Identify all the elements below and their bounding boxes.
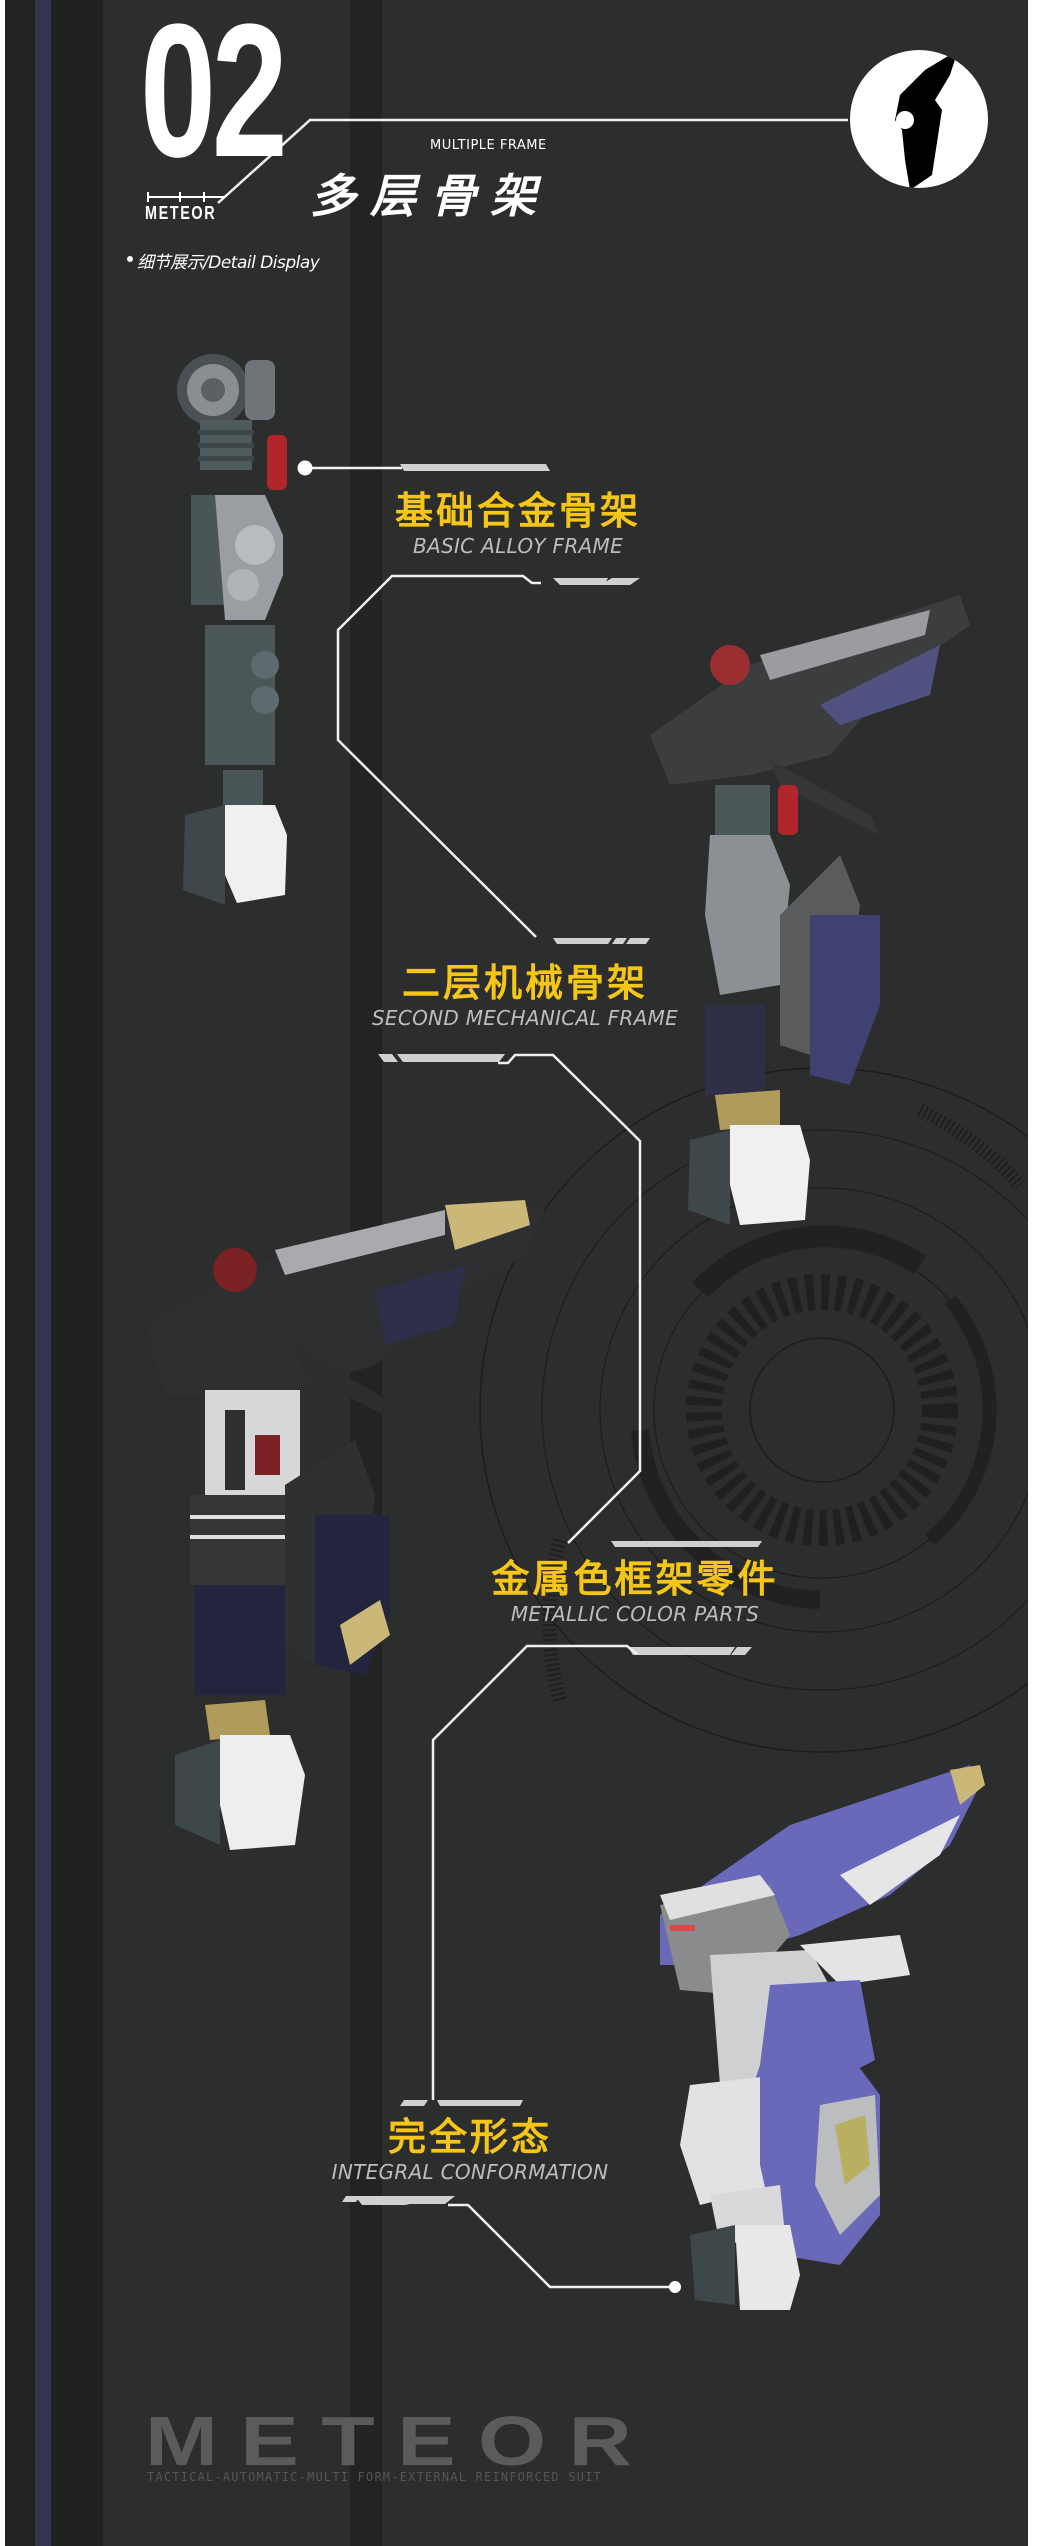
caption-cn: 二层机械骨架 xyxy=(401,961,648,1005)
caption-cn: 基础合金骨架 xyxy=(394,489,641,533)
brand-small-label: METEOR xyxy=(145,203,217,223)
caption-second-mechanical-frame: 二层机械骨架 SECOND MECHANICAL FRAME xyxy=(365,960,685,1030)
metallic-parts-arm-figure xyxy=(145,1200,545,1850)
caption-integral-conformation: 完全形态 INTEGRAL CONFORMATION xyxy=(320,2114,620,2184)
caption-en: METALLIC COLOR PARTS xyxy=(510,1602,760,1626)
caption-metallic-color-parts: 金属色框架零件 METALLIC COLOR PARTS xyxy=(475,1556,795,1626)
detail-display-label: 细节展示/Detail Display xyxy=(127,248,320,273)
section-title-cn: 多层骨架 xyxy=(310,169,550,223)
detail-display-text: 细节展示/Detail Display xyxy=(137,253,320,273)
blue-accent-stripe xyxy=(35,0,51,2546)
section-number: 02 xyxy=(140,0,288,197)
caption-basic-alloy-frame: 基础合金骨架 BASIC ALLOY FRAME xyxy=(373,488,663,558)
connector-lines xyxy=(217,118,848,2293)
bullet-dot-icon xyxy=(127,256,133,262)
footer-meteor-logo: METEOR xyxy=(145,2402,655,2480)
complete-arm-figure xyxy=(660,1765,985,2310)
section-subtitle-en: MULTIPLE FRAME xyxy=(430,138,547,153)
caption-cn: 金属色框架零件 xyxy=(491,1557,779,1601)
alloy-frame-arm-figure xyxy=(177,354,287,905)
footer-tagline: TACTICAL-AUTOMATIC-MULTI FORM-EXTERNAL R… xyxy=(147,2470,602,2484)
caption-en: BASIC ALLOY FRAME xyxy=(412,534,624,558)
section-badge xyxy=(850,50,988,188)
robot-arm-silhouette-icon xyxy=(895,50,958,188)
mechanical-frame-arm-figure xyxy=(650,595,970,1225)
caption-en: INTEGRAL CONFORMATION xyxy=(331,2160,609,2184)
caption-en: SECOND MECHANICAL FRAME xyxy=(371,1006,679,1030)
product-detail-panel: 02 METEOR MULTIPLE FRAME 多层骨架 细节展示/Detai… xyxy=(5,0,1028,2546)
left-edge-strip xyxy=(5,0,35,2546)
caption-cn: 完全形态 xyxy=(387,2115,552,2159)
left-dark-strip xyxy=(51,0,103,2546)
scale-ruler-icon xyxy=(147,192,225,202)
